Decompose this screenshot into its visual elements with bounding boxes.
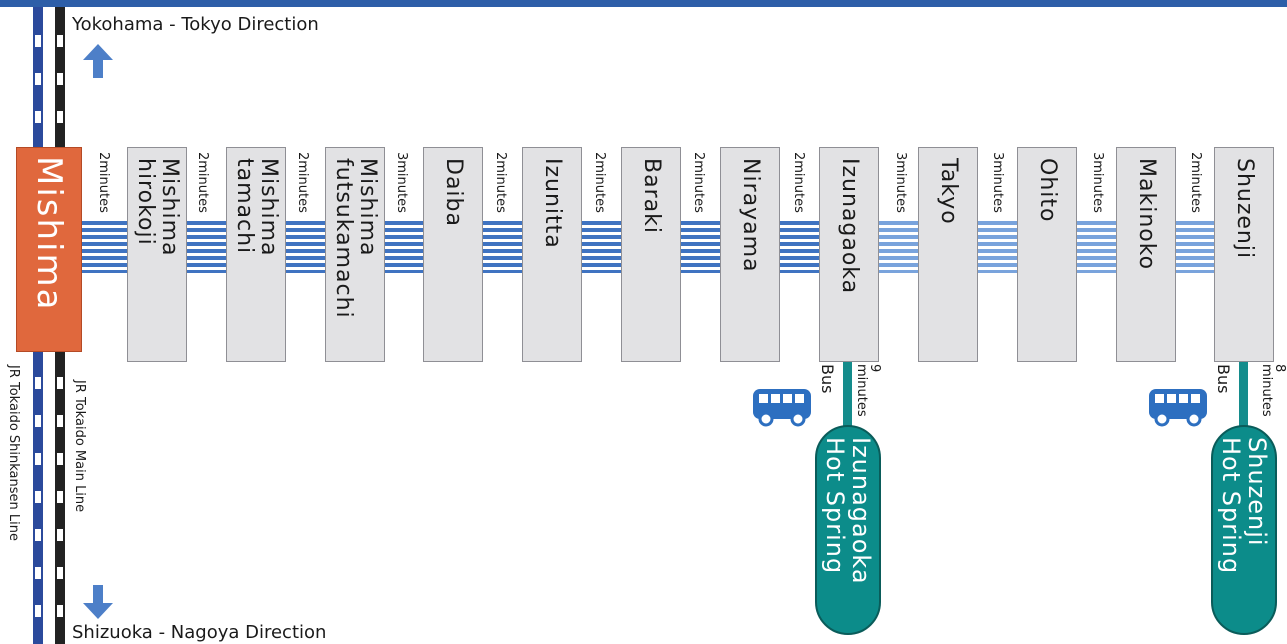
station-name: Makinoko — [1134, 158, 1159, 271]
segment-minutes: 2minutes — [691, 152, 706, 213]
south-direction-label: Shizuoka - Nagoya Direction — [72, 622, 327, 643]
segment-minutes: 2minutes — [791, 152, 806, 213]
segment-minutes: 3minutes — [394, 152, 409, 213]
station-mishima-futsukamachi: Mishima futsukamachi — [325, 147, 385, 362]
segment-minutes: 2minutes — [493, 152, 508, 213]
segment-minutes: 2minutes — [295, 152, 310, 213]
bus-icon — [753, 389, 811, 427]
station-name: Baraki — [639, 158, 664, 234]
hot-spring-izunagaoka: Izunagaoka Hot Spring — [815, 425, 881, 635]
station-name: Izunitta — [540, 158, 565, 249]
header-bar — [0, 0, 1287, 7]
bus-icon — [1149, 389, 1207, 427]
station-name: Mishima futsukamachi — [331, 158, 380, 319]
station-name: Shuzenji — [1232, 158, 1257, 260]
arrow-down-icon — [83, 585, 113, 619]
hot-spring-shuzenji: Shuzenji Hot Spring — [1211, 425, 1277, 635]
bus-route-line — [843, 362, 852, 426]
station-nirayama: Nirayama — [720, 147, 780, 362]
segment-minutes: 3minutes — [893, 152, 908, 213]
station-izunitta: Izunitta — [522, 147, 582, 362]
station-shuzenji: Shuzenji — [1214, 147, 1274, 362]
station-name: Mishima tamachi — [232, 158, 281, 257]
station-daiba: Daiba — [423, 147, 483, 362]
segment-minutes: 3minutes — [990, 152, 1005, 213]
bus-minutes: 8 minutes — [1259, 364, 1287, 417]
station-name: Mishima hirokoji — [133, 158, 182, 257]
station-name: Takyo — [936, 158, 961, 225]
station-takyo: Takyo — [918, 147, 978, 362]
station-ohito: Ohito — [1017, 147, 1077, 362]
origin-station-name: Mishima — [29, 156, 69, 312]
north-direction-label: Yokohama - Tokyo Direction — [72, 14, 319, 35]
bus-label: Bus — [818, 364, 837, 394]
bus-label: Bus — [1214, 364, 1233, 394]
arrow-up-icon — [83, 44, 113, 78]
segment-minutes: 3minutes — [1090, 152, 1105, 213]
hot-spring-name: Izunagaoka Hot Spring — [821, 437, 875, 585]
bus-route-line — [1239, 362, 1248, 426]
station-mishima-hirokoji: Mishima hirokoji — [127, 147, 187, 362]
main-line-label: JR Tokaido Main Line — [72, 380, 87, 513]
station-name: Nirayama — [738, 158, 763, 273]
shinkansen-line-label: JR Tokaido Shinkansen Line — [6, 365, 21, 541]
segment-minutes: 2minutes — [195, 152, 210, 213]
station-name: Daiba — [441, 158, 466, 227]
station-makinoko: Makinoko — [1116, 147, 1176, 362]
station-name: Izunagaoka — [837, 158, 862, 295]
bus-minutes: 9 minutes — [854, 364, 882, 417]
segment-minutes: 2minutes — [96, 152, 111, 213]
station-izunagaoka: Izunagaoka — [819, 147, 879, 362]
station-name: Ohito — [1035, 158, 1060, 223]
hot-spring-name: Shuzenji Hot Spring — [1217, 437, 1271, 575]
station-baraki: Baraki — [621, 147, 681, 362]
station-mishima-tamachi: Mishima tamachi — [226, 147, 286, 362]
segment-minutes: 2minutes — [592, 152, 607, 213]
segment-minutes: 2minutes — [1188, 152, 1203, 213]
origin-station: Mishima — [16, 147, 82, 352]
